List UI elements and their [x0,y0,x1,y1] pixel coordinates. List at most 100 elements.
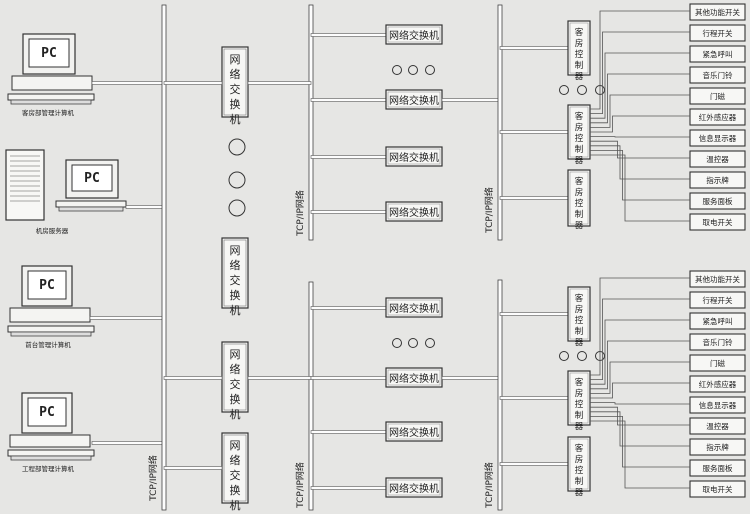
a-device-2: 行程开关 [703,28,733,38]
pc-2-screen [71,164,113,192]
pc-3-case [9,307,91,323]
switch-b-3-inner [387,423,441,440]
a-device-box [689,150,746,168]
controller-b-1-label: 器 [575,338,584,348]
pc-1-keyboard-body [7,93,95,101]
controller-a-2-label: 制 [575,144,584,155]
controller-a-3-label: 器 [575,221,584,231]
a-device-box [689,171,746,189]
more-switches-dot [392,338,402,348]
a-device-wire [590,115,690,133]
switch-b-2-label: 网络交换机 [389,372,439,385]
a-device-10: 服务面板 [703,196,733,206]
core-to-bus-a [247,81,312,85]
core-switch-label: 交 [230,273,241,287]
b-device-box [689,312,746,330]
switch-a-1 [385,24,443,45]
controller-b-2-label: 房 [575,388,584,399]
b-device-box [689,375,746,393]
a-device-wire [590,149,690,201]
core-switch-inner [223,434,247,502]
core-switch-inner [223,343,247,411]
switch-a-1-inner [387,26,441,43]
core-to-bus-b [247,376,312,380]
b-device-11: 取电开关 [703,484,733,494]
bus-a [308,4,314,241]
a-device-wire [590,94,690,128]
pc-4-case [9,434,91,448]
b-device-wire [590,415,690,468]
core-link-4 [163,466,223,470]
more-core-switches-dot [228,138,246,156]
ctl-b-link-3 [499,462,569,466]
controller-b-2-label: 制 [575,410,584,421]
controller-a-3-label: 制 [575,209,584,220]
more-controllers-dot [559,351,569,361]
controller-b-3-label: 器 [575,488,584,498]
a-device-box [689,129,746,147]
more-switches-dot [408,338,418,348]
switch-a-4-label: 网络交换机 [389,206,439,219]
core-switch-2 [221,237,249,309]
controller-a-2-label: 器 [575,156,584,166]
main-bus [161,4,167,511]
pc-1-keyboard [10,99,92,105]
server-tower [5,149,45,221]
core-switch-label: 换 [230,97,241,111]
controller-b-1-inner [569,288,589,340]
pc-1-label: 客房部管理计算机 [22,108,75,117]
bus-b-link-2 [310,376,387,380]
controller-a-3-label: 客 [575,176,584,187]
core-switch-label: 机 [230,407,241,421]
controller-b-3 [567,436,591,492]
b-device-wire [590,411,690,447]
controller-b-3-inner [569,438,589,490]
pc-4-link [91,441,164,445]
controller-a-2-label: 房 [575,122,584,133]
a-device-box [689,45,746,63]
ctl-a-link-1 [499,46,569,50]
core-switch-label: 机 [230,498,241,512]
a-device-box [689,213,746,231]
main-bus-label-group: TCP/IP网络 [147,455,159,502]
pc-4-label: 工程部管理计算机 [22,464,75,473]
controller-b-1-label: 房 [575,304,584,315]
pc-3-label: 前台管理计算机 [25,340,71,349]
bus-a-link-1 [310,33,387,37]
core-switch-label: 换 [230,483,241,497]
controller-b-3-label: 制 [575,476,584,487]
core-switch-label: 络 [230,362,241,376]
controller-b-2-label: 控 [575,399,584,410]
switch-a-2-label: 网络交换机 [389,94,439,107]
core-switch-1 [221,46,249,118]
a-device-4: 音乐门铃 [703,70,733,80]
b-device-wire [590,382,690,399]
a-device-box [689,3,746,21]
b-device-wire [590,420,690,489]
more-switches-dot [425,338,435,348]
bus-a-label: TCP/IP网络 [294,190,306,237]
pc-2-link [125,205,164,209]
b-device-box [689,396,746,414]
b-device-box [689,354,746,372]
main-bus-label: TCP/IP网络 [147,455,159,502]
switch-a-4-inner [387,203,441,220]
a-device-box [689,66,746,84]
switch-a-1-label: 网络交换机 [389,29,439,42]
controller-a-3-label: 房 [575,187,584,198]
pc-4-screen-text: PC [39,405,55,420]
switch-b-3 [385,421,443,442]
core-switch-label: 交 [230,82,241,96]
a-device-11: 取电开关 [703,217,733,227]
a-device-wire [590,73,690,124]
a-device-wire [590,31,690,114]
core-link-3 [163,376,223,380]
pc-1-screen [28,38,70,68]
b-device-box [689,480,746,498]
more-controllers-dot [559,85,569,95]
core-switch-label: 网 [230,53,241,66]
pc-1-screen-text: PC [41,46,57,61]
more-controllers-dot [577,351,587,361]
controller-b-3-label: 控 [575,465,584,476]
controller-b-3-label: 房 [575,454,584,465]
